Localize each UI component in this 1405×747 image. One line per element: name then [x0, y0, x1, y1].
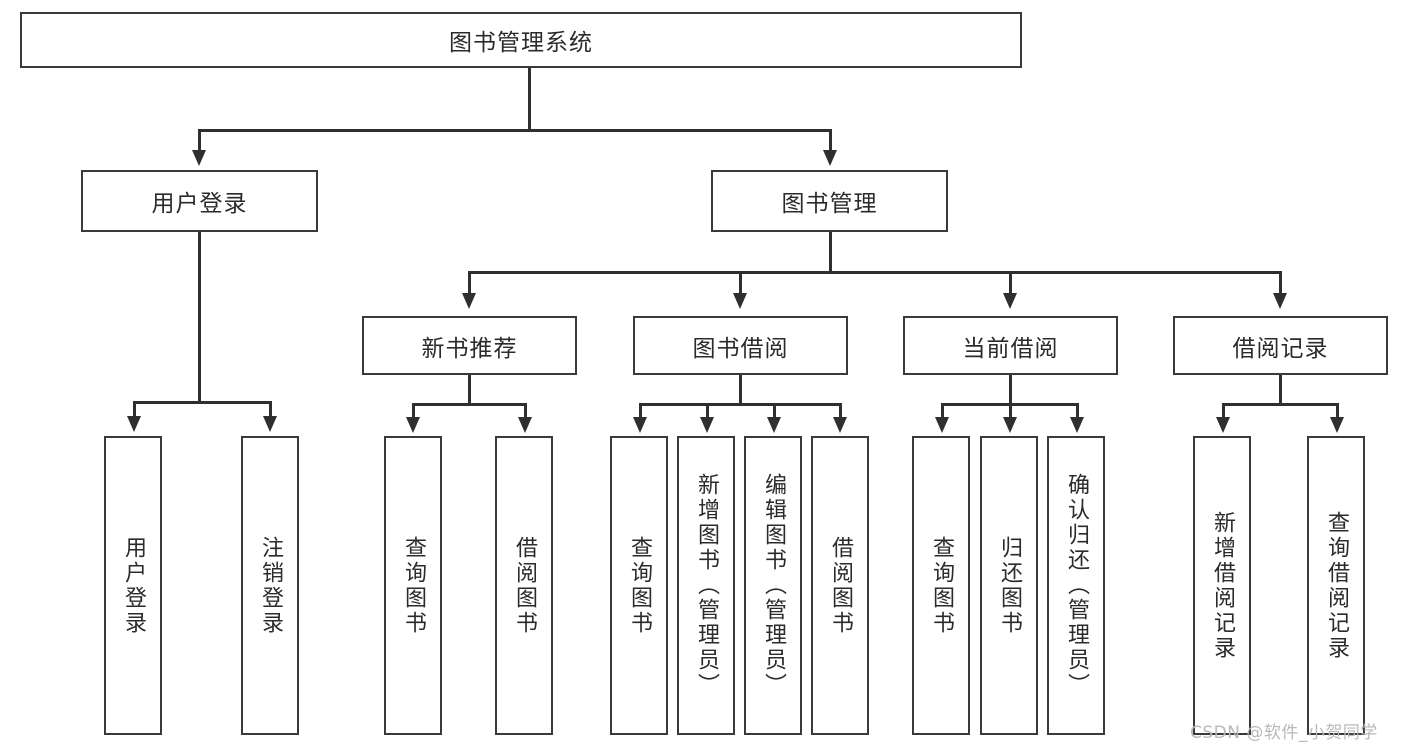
arrow-level3-new-book: [462, 293, 476, 309]
leaf-label: 用户登录: [121, 535, 146, 636]
arrow-borrow-record-leaf-2: [1330, 417, 1344, 433]
leaf-label: 查询借阅记录: [1324, 510, 1349, 661]
edge-current-borrow-stem: [1009, 375, 1012, 405]
arrow-user-login-leaf-1: [127, 416, 141, 432]
leaf-label: 编辑图书（管理员）: [761, 473, 786, 698]
leaf-label: 确认归还（管理员）: [1064, 473, 1089, 698]
node-label: 借阅记录: [1232, 335, 1329, 362]
leaf-label: 新增借阅记录: [1210, 510, 1235, 661]
edge-root-stem: [528, 68, 531, 130]
leaf-label: 新增图书（管理员）: [694, 473, 719, 698]
arrow-current-borrow-leaf-1: [935, 417, 949, 433]
leaf-label: 查询图书: [401, 535, 426, 636]
leaf-label: 注销登录: [258, 535, 283, 636]
node-label: 图书管理: [781, 191, 878, 217]
leaf-add-borrow-record[interactable]: 新增借阅记录: [1193, 436, 1251, 735]
edge-borrow-record-leg-2: [1336, 403, 1339, 419]
leaf-query-book-recommend[interactable]: 查询图书: [384, 436, 442, 735]
node-borrow-record[interactable]: 借阅记录: [1173, 316, 1388, 375]
arrow-level3-book-borrow: [733, 293, 747, 309]
arrow-level3-borrow-record: [1273, 293, 1287, 309]
edge-book-management-stem: [829, 232, 832, 273]
leaf-user-login[interactable]: 用户登录: [104, 436, 162, 735]
leaf-edit-book-admin[interactable]: 编辑图书（管理员）: [744, 436, 802, 735]
arrow-current-borrow-leaf-2: [1003, 417, 1017, 433]
leaf-return-book[interactable]: 归还图书: [980, 436, 1038, 735]
edge-borrow-record-stem: [1279, 375, 1282, 405]
node-label: 用户登录: [151, 191, 248, 217]
edge-level3-leg-2: [739, 271, 742, 295]
arrow-book-borrow-leaf-3: [767, 417, 781, 433]
leaf-label: 借阅图书: [828, 535, 853, 636]
arrow-new-book-leaf-1: [406, 417, 420, 433]
arrow-new-book-leaf-2: [518, 417, 532, 433]
edge-book-borrow-stem: [739, 375, 742, 405]
edge-user-login-stem: [198, 232, 201, 403]
arrow-book-borrow-leaf-4: [833, 417, 847, 433]
node-label: 图书管理系统: [449, 30, 593, 56]
edge-level3-leg-4: [1279, 271, 1282, 295]
edge-user-login-leg-2: [269, 401, 272, 419]
leaf-label: 归还图书: [997, 535, 1022, 636]
leaf-label: 查询图书: [929, 535, 954, 636]
edge-new-book-leg-2: [524, 403, 527, 419]
leaf-borrow-book[interactable]: 借阅图书: [811, 436, 869, 735]
leaf-add-book-admin[interactable]: 新增图书（管理员）: [677, 436, 735, 735]
edge-user-login-bus: [133, 401, 271, 404]
edge-new-book-leg-1: [412, 403, 415, 419]
node-new-book-recommend[interactable]: 新书推荐: [362, 316, 577, 375]
edge-current-borrow-leg-2: [1009, 403, 1012, 419]
node-root-book-management-system[interactable]: 图书管理系统: [20, 12, 1022, 68]
arrow-user-login-leaf-2: [263, 416, 277, 432]
node-label: 新书推荐: [421, 335, 518, 362]
edge-root-bus: [198, 129, 831, 132]
node-label: 当前借阅: [962, 335, 1059, 362]
node-user-login[interactable]: 用户登录: [81, 170, 318, 232]
arrow-level3-current-borrow: [1003, 293, 1017, 309]
edge-book-borrow-bus: [639, 403, 841, 406]
arrow-root-to-book-management: [823, 150, 837, 166]
arrow-borrow-record-leaf-1: [1216, 417, 1230, 433]
edge-book-borrow-leg-4: [839, 403, 842, 419]
edge-user-login-leg-1: [133, 401, 136, 419]
edge-book-borrow-leg-2: [706, 403, 709, 419]
leaf-query-borrow-record[interactable]: 查询借阅记录: [1307, 436, 1365, 735]
arrow-book-borrow-leaf-1: [633, 417, 647, 433]
arrow-book-borrow-leaf-2: [700, 417, 714, 433]
node-label: 图书借阅: [692, 335, 789, 362]
edge-new-book-stem: [468, 375, 471, 405]
node-current-borrow[interactable]: 当前借阅: [903, 316, 1118, 375]
arrow-current-borrow-leaf-3: [1070, 417, 1084, 433]
node-book-borrow[interactable]: 图书借阅: [633, 316, 848, 375]
edge-level3-bus: [468, 271, 1280, 274]
node-book-management[interactable]: 图书管理: [711, 170, 948, 232]
leaf-query-book-borrow[interactable]: 查询图书: [610, 436, 668, 735]
leaf-label: 查询图书: [627, 535, 652, 636]
edge-level3-leg-3: [1009, 271, 1012, 295]
edge-root-to-user-login: [198, 129, 201, 153]
leaf-borrow-book-recommend[interactable]: 借阅图书: [495, 436, 553, 735]
leaf-logout-login[interactable]: 注销登录: [241, 436, 299, 735]
leaf-label: 借阅图书: [512, 535, 537, 636]
edge-current-borrow-leg-1: [941, 403, 944, 419]
leaf-confirm-return-admin[interactable]: 确认归还（管理员）: [1047, 436, 1105, 735]
edge-current-borrow-leg-3: [1076, 403, 1079, 419]
edge-level3-leg-1: [468, 271, 471, 295]
csdn-watermark: CSDN @软件_小贺同学: [1190, 723, 1378, 743]
edge-book-borrow-leg-3: [773, 403, 776, 419]
edge-borrow-record-bus: [1222, 403, 1338, 406]
edge-new-book-bus: [412, 403, 526, 406]
arrow-root-to-user-login: [192, 150, 206, 166]
edge-borrow-record-leg-1: [1222, 403, 1225, 419]
edge-book-borrow-leg-1: [639, 403, 642, 419]
leaf-query-book-current[interactable]: 查询图书: [912, 436, 970, 735]
edge-root-to-book-management: [829, 129, 832, 153]
